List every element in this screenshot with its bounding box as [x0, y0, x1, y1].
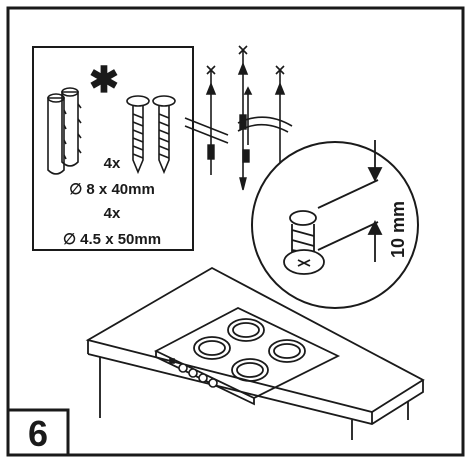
parts-box [32, 46, 194, 251]
wall-anchor-icon [47, 87, 82, 175]
outer-frame [6, 6, 465, 457]
anchor-quantity: 4x [104, 155, 121, 172]
dimension-label: 10 mm [388, 201, 408, 258]
step-number: 6 [28, 413, 48, 454]
installed-anchors [207, 114, 250, 191]
hob-icon [153, 306, 341, 406]
screw-size: ∅ 4.5 x 50mm [63, 231, 161, 248]
screw-quantity: 4x [104, 205, 121, 222]
parts-marker: ✱ [89, 59, 119, 100]
screw-icon [126, 95, 176, 175]
control-knobs [169, 358, 218, 388]
dimension-arrows [367, 140, 383, 262]
detail-screw-icon [283, 179, 379, 275]
step-number-box [6, 408, 70, 457]
anchor-size: ∅ 8 x 40mm [69, 181, 155, 198]
leader-lines [184, 116, 293, 144]
countertop [85, 266, 425, 440]
